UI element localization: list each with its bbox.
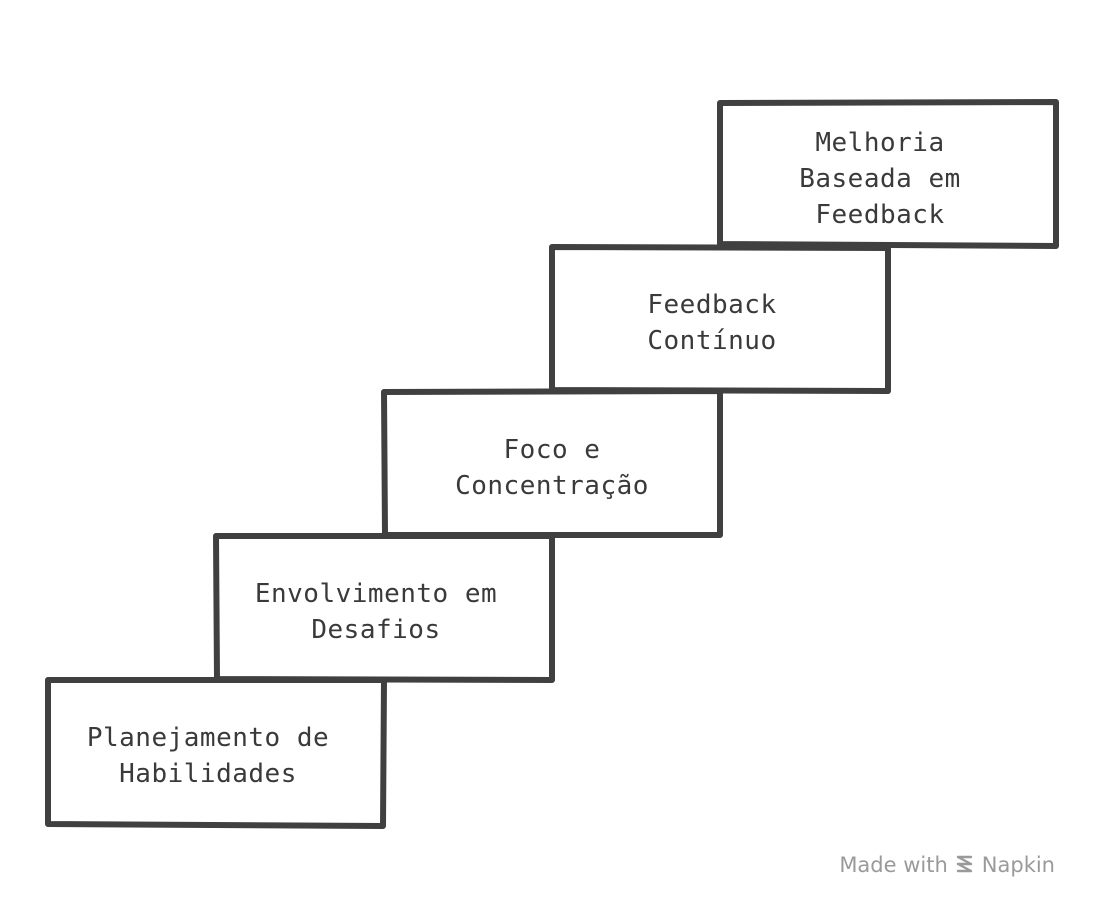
step-label-line-1: Melhoria [815, 128, 944, 158]
step-feedback-continuo: Feedback Contínuo [549, 244, 891, 394]
step-label-line-1: Envolvimento em [255, 579, 497, 609]
step-foco: Foco e Concentração [381, 388, 723, 538]
step-box [717, 99, 1059, 249]
step-envolvimento: Envolvimento em Desafios [213, 533, 555, 683]
step-box [549, 244, 891, 394]
step-label-line-2: Contínuo [647, 326, 776, 356]
step-planejamento: Planejamento de Habilidades [45, 677, 387, 829]
step-label-line-2: Habilidades [119, 759, 297, 789]
step-label-line-2: Desafios [311, 615, 440, 645]
watermark-brand: Napkin [981, 853, 1055, 877]
step-label-line-1: Feedback [647, 290, 776, 320]
step-label-line-2: Concentração [455, 471, 649, 501]
step-label-line-3: Feedback [815, 200, 944, 230]
napkin-logo-icon [956, 855, 972, 873]
napkin-watermark: Made with Napkin [839, 850, 1055, 880]
watermark-prefix: Made with [839, 853, 948, 877]
step-label-line-1: Planejamento de [87, 723, 329, 753]
step-box [45, 677, 387, 829]
step-label-line-2: Baseada em [799, 164, 961, 194]
step-label-line-1: Foco e [504, 435, 601, 465]
step-melhoria: Melhoria Baseada em Feedback [717, 99, 1059, 249]
